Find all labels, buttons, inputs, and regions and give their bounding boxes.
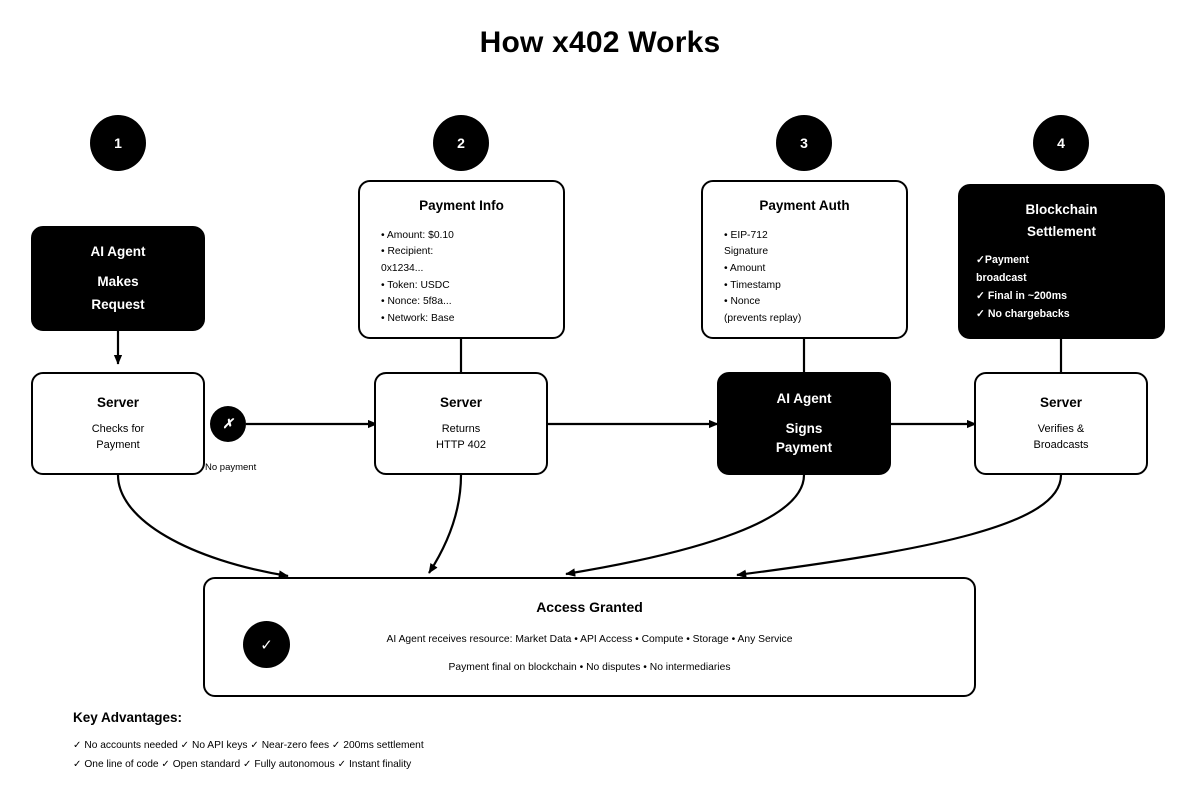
access-granted-line-2: Payment final on blockchain • No dispute…	[448, 662, 731, 674]
node-payment-info[interactable]: Payment Info • Amount: $0.10 • Recipient…	[358, 180, 565, 339]
node-bullet-list: ✓Payment broadcast ✓ Final in ~200ms ✓ N…	[972, 251, 1151, 323]
node-subtitle-2: HTTP 402	[436, 439, 486, 452]
check-icon: ✓	[243, 621, 290, 668]
key-advantages-row-1: ✓ No accounts needed ✓ No API keys ✓ Nea…	[73, 740, 424, 751]
node-subtitle-1: Returns	[441, 423, 481, 436]
node-payment-auth[interactable]: Payment Auth • EIP-712 Signature • Amoun…	[701, 180, 908, 339]
node-server-verifies-broadcasts[interactable]: Server Verifies & Broadcasts	[974, 372, 1148, 475]
node-sub-wrap: Signs Payment	[776, 419, 832, 458]
bullet-item: broadcast	[976, 272, 1027, 285]
node-sub-wrap: Checks for Payment	[92, 422, 145, 454]
node-title-line-2: Settlement	[1026, 223, 1097, 239]
bullet-item: • Timestamp	[724, 279, 781, 291]
node-title: Payment Info	[419, 198, 504, 213]
node-title: Payment Auth	[759, 198, 850, 213]
node-title: Server	[96, 394, 140, 410]
key-advantages-section: Key Advantages: ✓ No accounts needed ✓ N…	[73, 710, 773, 775]
bullet-item: • Recipient:	[381, 246, 434, 258]
node-ai-agent-makes-request[interactable]: AI Agent Makes Request	[31, 226, 205, 331]
step-badge-4: 4	[1033, 115, 1089, 171]
key-advantages-title: Key Advantages:	[73, 710, 183, 725]
connector-server1-to-access	[116, 474, 289, 579]
bullet-item: • Token: USDC	[381, 279, 450, 291]
access-granted-title: Access Granted	[536, 599, 643, 615]
step-badge-3: 3	[776, 115, 832, 171]
bullet-item: • EIP-712	[724, 229, 768, 241]
node-title: AI Agent	[90, 244, 146, 260]
node-blockchain-settlement[interactable]: Blockchain Settlement ✓Payment broadcast…	[958, 184, 1165, 339]
node-subtitle-2: Payment	[775, 440, 833, 456]
node-subtitle-1: Checks for	[91, 423, 145, 436]
step-badge-2: 2	[433, 115, 489, 171]
bullet-item: Signature	[724, 246, 769, 258]
access-granted-line-1: AI Agent receives resource: Market Data …	[386, 634, 793, 645]
no-payment-label: No payment	[205, 462, 257, 473]
connector-server2-to-access	[428, 474, 463, 574]
node-subtitle-2: Payment	[96, 439, 140, 452]
bullet-item: ✓Payment	[976, 254, 1030, 267]
node-server-checks-for-payment[interactable]: Server Checks for Payment	[31, 372, 205, 475]
node-server-returns-http-402[interactable]: Server Returns HTTP 402	[374, 372, 548, 475]
node-bullet-list: • Amount: $0.10 • Recipient: 0x1234... •…	[372, 228, 551, 328]
bullet-item: • Network: Base	[381, 312, 455, 324]
connector-server3-to-access	[736, 474, 1063, 578]
bullet-item: • Nonce	[724, 296, 761, 308]
no-payment-cross-icon: ✗	[210, 406, 246, 442]
node-sub-wrap: Returns HTTP 402	[436, 422, 486, 454]
key-advantages-row-2: ✓ One line of code ✓ Open standard ✓ Ful…	[73, 758, 412, 770]
bullet-item: 0x1234...	[381, 262, 424, 274]
node-access-granted[interactable]: ✓ Access Granted AI Agent receives resou…	[203, 577, 976, 697]
node-sub-wrap: Verifies & Broadcasts	[1033, 422, 1088, 454]
node-subtitle-1: Makes	[97, 273, 139, 289]
bullet-item: ✓ No chargebacks	[976, 308, 1070, 321]
node-title: AI Agent	[776, 391, 832, 407]
bullet-item: ✓ Final in ~200ms	[976, 290, 1068, 303]
node-bullet-list: • EIP-712 Signature • Amount • Timestamp…	[715, 228, 894, 328]
bullet-item: (prevents replay)	[724, 312, 802, 324]
node-subtitle-1: Verifies &	[1037, 423, 1085, 436]
bullet-item: • Nonce: 5f8a...	[381, 296, 452, 308]
step-badge-1: 1	[90, 115, 146, 171]
bullet-item: • Amount: $0.10	[381, 229, 454, 241]
node-subtitle-2: Broadcasts	[1033, 439, 1089, 452]
node-ai-agent-signs-payment[interactable]: AI Agent Signs Payment	[717, 372, 891, 475]
page-title: How x402 Works	[479, 26, 721, 59]
node-title-line-1: Blockchain	[1025, 202, 1098, 217]
node-subtitle-2: Request	[91, 297, 145, 313]
bullet-item: • Amount	[724, 262, 766, 274]
node-subtitle-1: Signs	[785, 420, 823, 436]
connector-agent-to-access	[565, 474, 806, 577]
node-title: Server	[439, 394, 483, 410]
node-title: Server	[1039, 394, 1083, 410]
